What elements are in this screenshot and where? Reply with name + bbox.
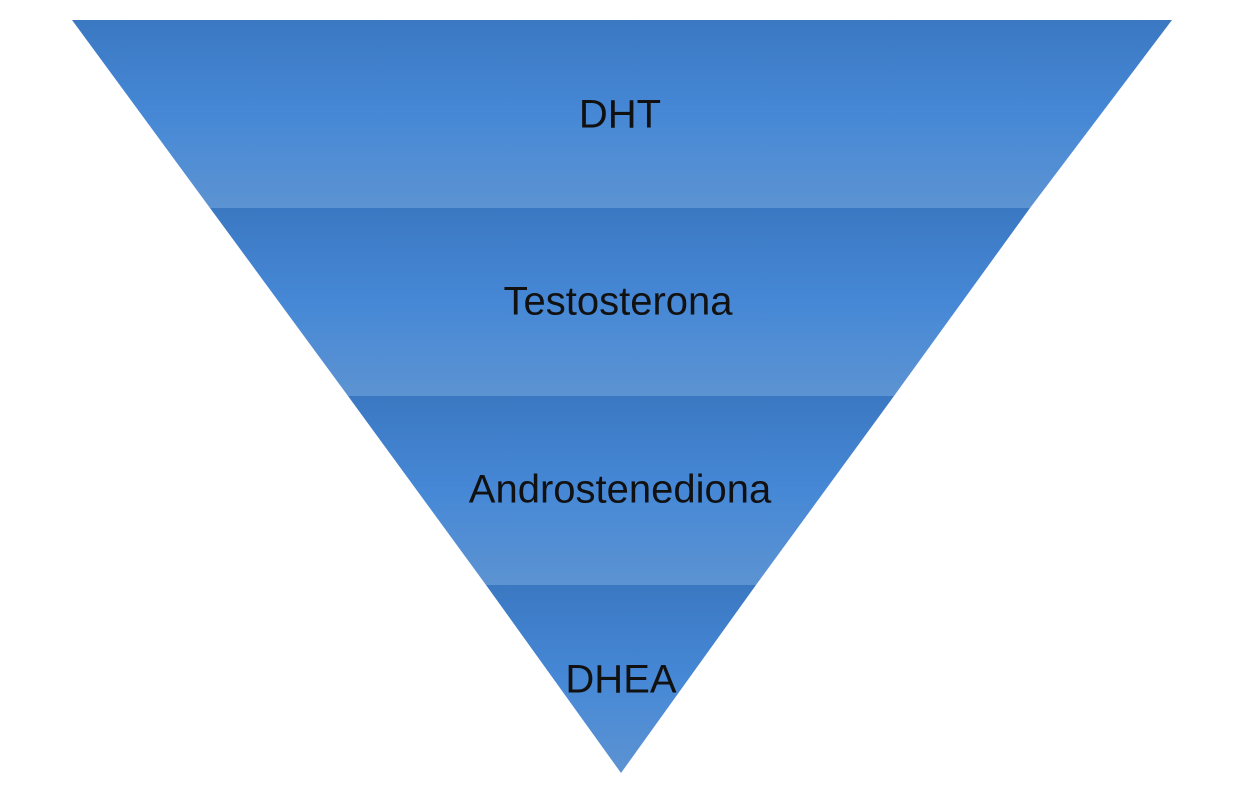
- pyramid-tier-dht-label: DHT: [579, 93, 661, 137]
- pyramid-tier-dht: DHT: [72, 20, 1172, 208]
- pyramid-tier-dhea-label: DHEA: [565, 658, 676, 702]
- pyramid-tier-androstenediona-shape: [348, 396, 894, 585]
- pyramid-tier-testosterona-shape: [210, 208, 1030, 396]
- pyramid-tier-testosterona: Testosterona: [210, 208, 1030, 396]
- pyramid-tier-dht-shape: [72, 20, 1172, 208]
- pyramid-tier-dhea: DHEA: [486, 585, 756, 773]
- pyramid-tier-androstenediona-label: Androstenediona: [469, 468, 772, 512]
- pyramid-tier-androstenediona: Androstenediona: [348, 396, 894, 585]
- pyramid-tier-testosterona-label: Testosterona: [503, 280, 733, 324]
- pyramid-tier-dhea-shape: [486, 585, 756, 773]
